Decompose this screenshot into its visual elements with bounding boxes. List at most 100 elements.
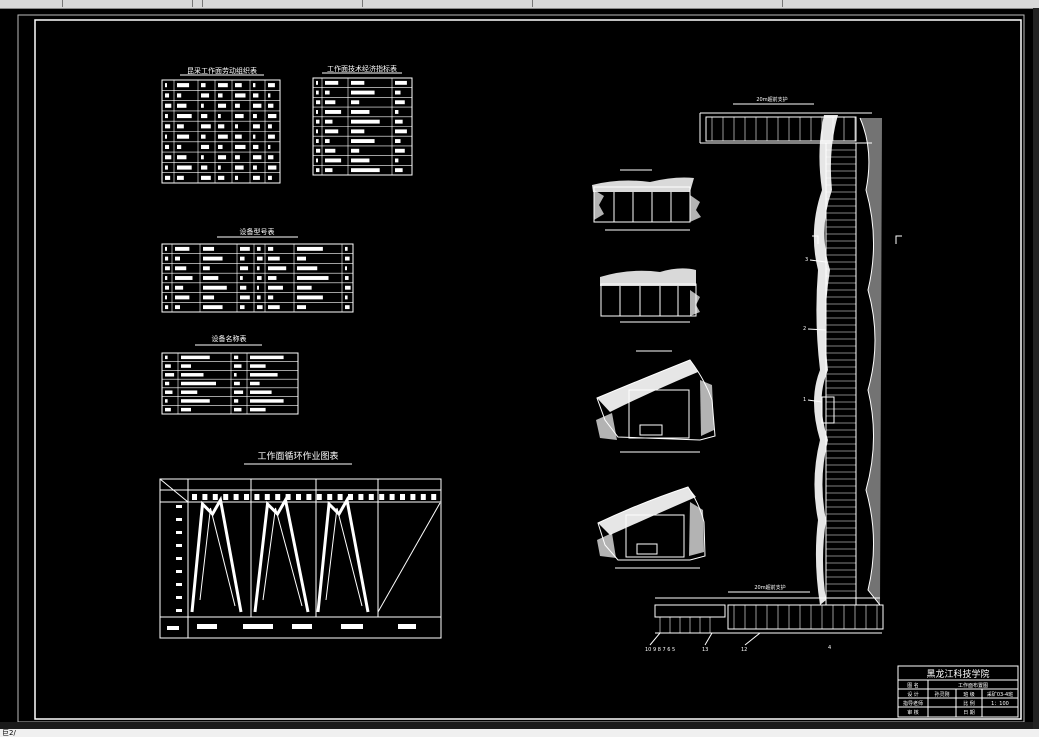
table-cell-mark	[345, 256, 350, 261]
legend-mark	[292, 624, 312, 629]
table-cell-mark	[253, 134, 256, 139]
table-cell-mark	[325, 158, 342, 163]
table-cell-mark	[351, 139, 375, 143]
legend-mark	[243, 624, 273, 629]
table-cell-mark	[253, 175, 260, 180]
toolbar-segment[interactable]	[362, 0, 533, 7]
toolbar-segment[interactable]	[532, 0, 783, 7]
title-row2-c: 班 级	[963, 691, 975, 698]
table-cell-mark	[316, 158, 318, 163]
drawing-canvas[interactable]: 昆采工作面劳动组织表 工作面技术经济指标表 设备型号表 设备名称表 工作面循环作…	[0, 8, 1033, 722]
table-cell-mark	[235, 134, 242, 139]
time-tick	[254, 494, 260, 500]
row-tick	[176, 544, 182, 547]
table-cell-mark	[165, 103, 172, 108]
table-cell-mark	[203, 295, 215, 300]
table-cell-mark	[268, 175, 272, 180]
table-cell-mark	[253, 165, 257, 170]
table-cell-mark	[253, 144, 259, 150]
table-cell-mark	[297, 256, 306, 261]
table-cell-mark	[165, 390, 173, 394]
table-cell-mark	[345, 285, 351, 290]
time-tick	[296, 494, 301, 500]
table-cell-mark	[165, 124, 171, 129]
time-tick	[410, 494, 416, 500]
row-tick	[176, 583, 182, 586]
cross-section-4	[597, 486, 706, 569]
table-cell-mark	[165, 355, 168, 360]
cross-section-2	[600, 268, 700, 323]
table-cell-mark	[268, 93, 271, 98]
table-cell-mark	[234, 399, 239, 403]
table-cell-mark	[203, 246, 215, 251]
table-cell-mark	[345, 266, 347, 271]
bottom-numbers: 10 9 8 7 6 5	[645, 647, 675, 653]
table-cell-mark	[268, 155, 274, 160]
table-cell-mark	[240, 295, 250, 300]
table-cell-mark	[201, 175, 211, 180]
table-cell-mark	[181, 381, 216, 386]
toolbar-segment[interactable]	[192, 0, 203, 7]
table-cell-mark	[316, 110, 318, 114]
time-tick	[389, 494, 395, 500]
title-row3-c: 比 例	[963, 700, 975, 707]
table-cell-mark	[201, 83, 206, 88]
table-cell-mark	[250, 381, 260, 386]
table-cell-mark	[240, 276, 243, 280]
table-cell-mark	[235, 124, 238, 129]
table-cell-mark	[165, 83, 167, 88]
table-cell-mark	[177, 113, 192, 119]
horizontal-scrollbar[interactable]	[0, 722, 1033, 729]
toolbar-segment[interactable]	[202, 0, 363, 7]
table-cell-mark	[297, 295, 323, 300]
cycle-wave	[377, 502, 441, 613]
table-cell-mark	[165, 93, 170, 98]
tech-table: 工作面技术经济指标表	[312, 64, 413, 176]
table-cell-mark	[395, 139, 401, 143]
table-cell-mark	[316, 168, 320, 173]
table-cell-mark	[325, 168, 333, 173]
time-tick	[192, 494, 197, 500]
top-support-label: 20m超前支护	[756, 96, 787, 103]
toolbar-segment[interactable]	[62, 0, 193, 7]
table-cell-mark	[250, 399, 284, 403]
time-tick	[400, 494, 405, 500]
table-cell-mark	[268, 256, 280, 261]
table-cell-mark	[395, 129, 407, 134]
table-cell-mark	[250, 373, 278, 377]
table-cell-mark	[165, 305, 169, 310]
time-tick	[275, 494, 281, 500]
table-cell-mark	[235, 165, 244, 170]
table-cell-mark	[351, 110, 370, 114]
title-row3-a: 指导老师	[903, 700, 923, 707]
table-cell-mark	[240, 305, 245, 310]
table-cell-mark	[181, 373, 204, 377]
table-cell-mark	[395, 90, 401, 95]
table-cell-mark	[325, 100, 336, 105]
table-cell-mark	[268, 285, 283, 290]
cycle-wave	[316, 495, 370, 613]
legend-mark	[167, 626, 179, 630]
table-cell-mark	[234, 407, 242, 412]
time-tick	[306, 494, 312, 500]
table-cell-mark	[250, 355, 284, 360]
table-cell-mark	[325, 139, 330, 143]
table-cell-mark	[177, 144, 182, 150]
table-cell-mark	[268, 266, 287, 271]
toolbar-segment[interactable]	[0, 0, 63, 7]
status-bar: 巨2/	[0, 729, 1039, 737]
cycle-wave	[325, 507, 363, 607]
table-cell-mark	[177, 103, 187, 108]
table-cell-mark	[201, 144, 210, 150]
table-cell-mark	[235, 93, 246, 98]
row-tick	[176, 505, 182, 508]
bottom-number: 12	[741, 647, 747, 653]
table-cell-mark	[325, 129, 339, 134]
table-cell-mark	[177, 83, 190, 88]
legend-mark	[197, 624, 217, 629]
vertical-scrollbar[interactable]	[1033, 8, 1039, 729]
labor-table: 昆采工作面劳动组织表	[161, 66, 281, 184]
cycle-wave	[190, 495, 243, 613]
row-tick	[176, 570, 182, 573]
table-cell-mark	[218, 103, 227, 108]
